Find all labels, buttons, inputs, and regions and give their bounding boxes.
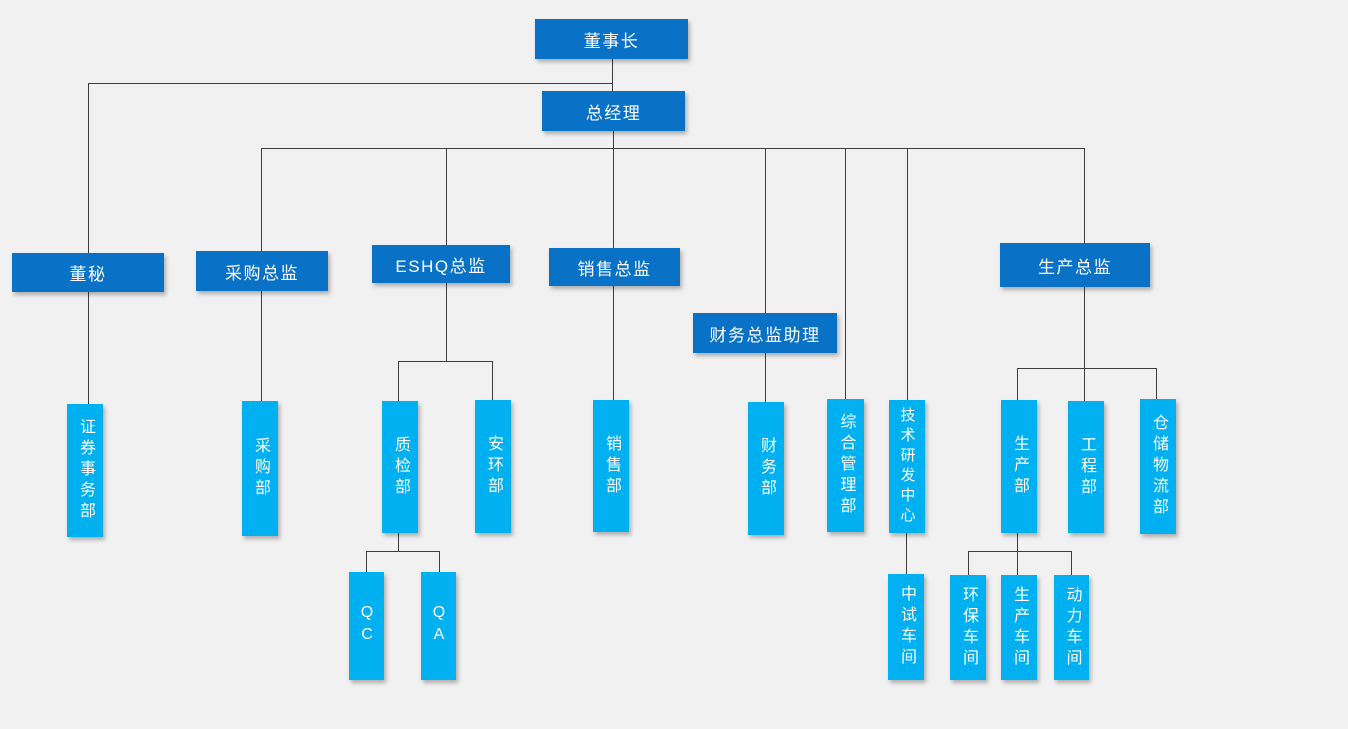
connector-power-workshop-drop [1071, 551, 1072, 575]
node-securities-affairs-dept[interactable]: 证券事务部 [67, 404, 103, 537]
connector-safety-drop [492, 361, 493, 400]
connector-sales-dept [613, 286, 614, 400]
node-chairman[interactable]: 董事长 [535, 19, 688, 59]
node-production-dept-label: 生产部 [1011, 435, 1028, 498]
connector-finance-dept [765, 353, 766, 402]
connector-rail-sales-director [613, 148, 614, 248]
node-eshq-director[interactable]: ESHQ总监 [372, 245, 510, 283]
node-board-secretary[interactable]: 董秘 [12, 253, 164, 292]
connector-qc-qa-rail [366, 551, 439, 552]
connector-warehouse-drop [1156, 368, 1157, 399]
node-qa[interactable]: QA [421, 572, 456, 680]
connector-qa-drop [439, 551, 440, 572]
connector-production-rail [1017, 368, 1156, 369]
connector-quality-drop [398, 361, 399, 401]
connector-quality-trunk [398, 533, 399, 551]
connector-production-workshop-drop [1017, 551, 1018, 575]
node-warehouse-logistics-dept[interactable]: 仓储物流部 [1140, 399, 1176, 534]
node-quality-inspection-dept[interactable]: 质检部 [382, 401, 418, 533]
node-tech-rd-center[interactable]: 技术研发中心 [889, 400, 925, 533]
node-production-director-label: 生产总监 [1038, 257, 1112, 277]
node-env-protection-workshop-label: 环保车间 [960, 585, 977, 670]
connector-qc-drop [366, 551, 367, 572]
connector-secretary-drop [88, 83, 89, 253]
node-procurement-dept[interactable]: 采购部 [242, 401, 278, 536]
connector-rail-tech-rd [907, 148, 908, 400]
node-procurement-director[interactable]: 采购总监 [196, 251, 328, 291]
node-env-protection-workshop[interactable]: 环保车间 [950, 575, 986, 680]
node-safety-env-dept-label: 安环部 [485, 435, 502, 498]
node-general-manager[interactable]: 总经理 [542, 91, 685, 131]
node-eshq-director-label: ESHQ总监 [395, 256, 487, 276]
connector-techrd-pilot [906, 533, 907, 574]
node-engineering-dept-label: 工程部 [1078, 435, 1095, 499]
connector-rail-finance-assistant [765, 148, 766, 313]
node-general-manager-label: 总经理 [585, 103, 642, 123]
connector-rail-eshq-director [446, 148, 447, 245]
node-warehouse-logistics-dept-label: 仓储物流部 [1150, 414, 1167, 519]
node-board-secretary-label: 董秘 [69, 265, 107, 284]
node-tech-rd-center-label: 技术研发中心 [898, 406, 916, 527]
node-power-workshop[interactable]: 动力车间 [1054, 575, 1089, 680]
connector-rail-production-director [1084, 148, 1085, 243]
node-procurement-director-label: 采购总监 [225, 263, 299, 283]
node-production-director[interactable]: 生产总监 [1000, 243, 1150, 287]
node-pilot-workshop[interactable]: 中试车间 [888, 574, 924, 680]
node-finance-dept[interactable]: 财务部 [748, 402, 784, 535]
node-sales-director-label: 销售总监 [577, 259, 652, 279]
connector-env-workshop-drop [968, 551, 969, 575]
node-production-workshop[interactable]: 生产车间 [1001, 575, 1037, 680]
connector-chairman-gm [612, 59, 613, 91]
node-finance-director-assistant-label: 财务总监助理 [709, 325, 821, 345]
connector-eshq-rail [398, 361, 492, 362]
node-sales-director[interactable]: 销售总监 [549, 248, 680, 286]
node-general-management-dept[interactable]: 综合管理部 [827, 399, 864, 532]
node-procurement-dept-label: 采购部 [252, 437, 269, 500]
connector-gm-trunk [613, 131, 614, 148]
connector-procurement-dept [261, 291, 262, 401]
node-chairman-label: 董事长 [583, 31, 640, 51]
node-qc-label: QC [358, 604, 376, 648]
node-general-management-dept-label: 综合管理部 [837, 413, 855, 518]
node-production-workshop-label: 生产车间 [1011, 585, 1028, 670]
node-pilot-workshop-label: 中试车间 [898, 585, 915, 669]
node-power-workshop-label: 动力车间 [1063, 585, 1081, 670]
node-sales-dept-label: 销售部 [603, 434, 620, 498]
node-safety-env-dept[interactable]: 安环部 [475, 400, 511, 533]
connector-production-dept-drop [1017, 368, 1018, 400]
node-qc[interactable]: QC [349, 572, 384, 680]
connector-eshq-drop [446, 283, 447, 361]
connector-workshop-rail [968, 551, 1071, 552]
node-securities-affairs-dept-label: 证券事务部 [77, 418, 94, 523]
connector-secretary-securities [88, 292, 89, 404]
connector-engineering-drop [1084, 368, 1085, 401]
connector-gm-rail [261, 148, 1084, 149]
connector-production-director-drop [1084, 287, 1085, 368]
node-engineering-dept[interactable]: 工程部 [1068, 401, 1104, 533]
node-finance-director-assistant[interactable]: 财务总监助理 [693, 313, 837, 353]
connector-rail-procurement-director [261, 148, 262, 251]
node-sales-dept[interactable]: 销售部 [593, 400, 629, 532]
node-finance-dept-label: 财务部 [758, 437, 775, 500]
connector-production-dept-trunk [1017, 533, 1018, 551]
node-qa-label: QA [430, 604, 448, 648]
node-quality-inspection-dept-label: 质检部 [392, 435, 409, 499]
node-production-dept[interactable]: 生产部 [1001, 400, 1037, 533]
connector-secretary-branch [88, 83, 613, 84]
connector-rail-general-management [845, 148, 846, 399]
